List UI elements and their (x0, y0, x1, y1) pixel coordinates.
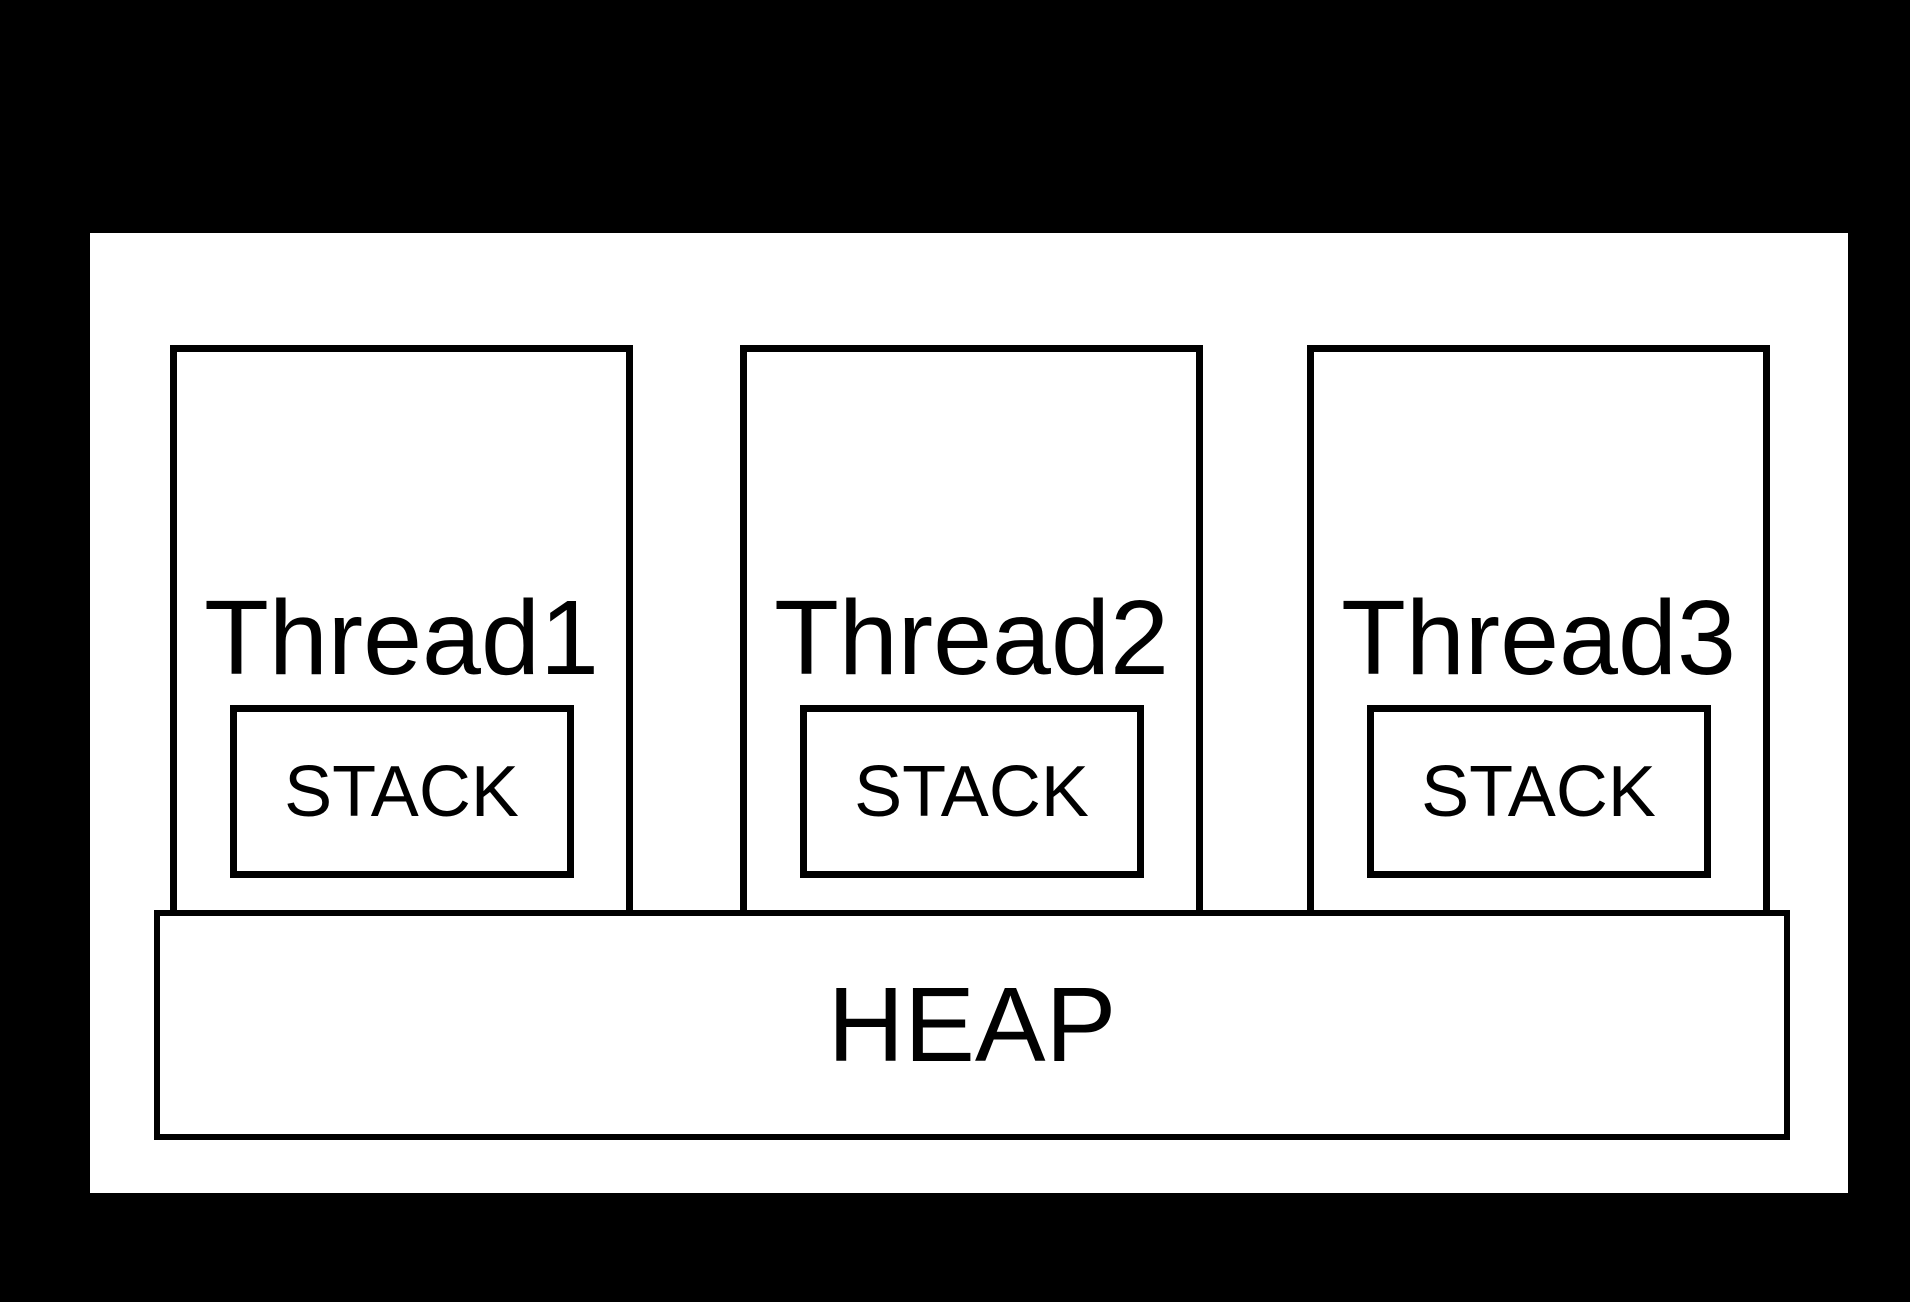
thread-3-stack-label: STACK (1421, 751, 1656, 832)
thread-3-stack-box: STACK (1366, 705, 1711, 878)
process-box: Thread1 STACK Thread2 STACK Thread3 STAC… (90, 233, 1848, 1193)
thread-2-label: Thread2 (774, 579, 1169, 697)
thread-box-2: Thread2 STACK (740, 345, 1203, 910)
thread-3-label: Thread3 (1341, 579, 1736, 697)
thread-box-1: Thread1 STACK (170, 345, 633, 910)
thread-box-3: Thread3 STACK (1307, 345, 1770, 910)
thread-2-stack-box: STACK (799, 705, 1144, 878)
thread-1-stack-box: STACK (229, 705, 574, 878)
heap-box: HEAP (154, 910, 1790, 1140)
heap-label: HEAP (827, 966, 1117, 1084)
thread-1-label: Thread1 (204, 579, 599, 697)
thread-2-stack-label: STACK (854, 751, 1089, 832)
thread-1-stack-label: STACK (284, 751, 519, 832)
